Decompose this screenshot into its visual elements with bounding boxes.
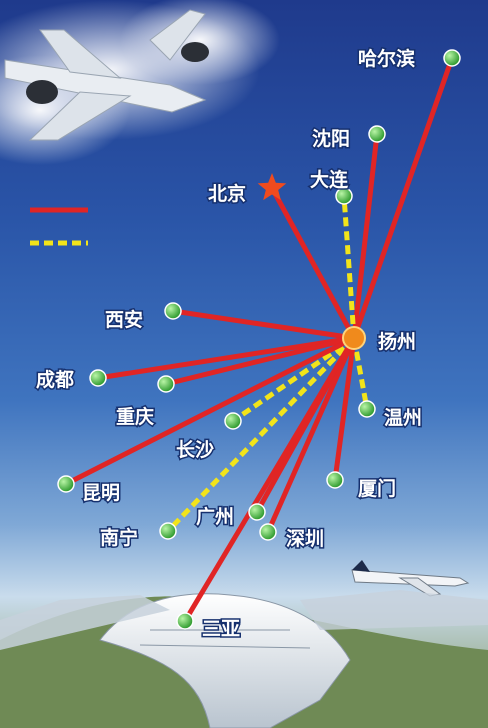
city-marker: [224, 412, 242, 430]
city-marker: [248, 503, 266, 521]
city-marker: [176, 612, 194, 630]
city-marker: [259, 523, 277, 541]
route-line: [351, 337, 370, 410]
hub-label: 扬州: [378, 330, 416, 353]
city-marker: [159, 522, 177, 540]
route-line: [341, 195, 357, 339]
legend: [30, 207, 88, 246]
city-marker: [335, 187, 353, 205]
city-label: 大连: [310, 168, 349, 191]
hub-marker: [342, 326, 366, 350]
small-airplane-illustration: [351, 560, 470, 597]
city-marker: [157, 375, 175, 393]
city-marker: [326, 471, 344, 489]
city-marker: [368, 125, 386, 143]
city-marker: [358, 400, 376, 418]
route-lines: [64, 57, 455, 623]
route-line: [166, 336, 356, 533]
city-label: 成都: [36, 368, 74, 391]
route-line: [97, 335, 355, 381]
route-line: [165, 335, 355, 387]
route-line: [182, 336, 357, 623]
route-line: [265, 336, 357, 534]
city-marker: [443, 49, 461, 67]
city-label: 西安: [105, 308, 143, 331]
city-marker: [57, 475, 75, 493]
city-label: 温州: [384, 407, 422, 429]
route-line: [231, 335, 356, 424]
city-label: 重庆: [116, 405, 154, 428]
route-line: [172, 308, 355, 341]
city-label: 北京: [208, 182, 246, 205]
city-marker: [164, 302, 182, 320]
route-line: [332, 337, 357, 481]
city-label: 长沙: [176, 439, 214, 461]
route-line: [269, 186, 357, 340]
city-label: 南宁: [100, 526, 138, 549]
route-line: [64, 335, 356, 487]
city-label: 厦门: [358, 477, 396, 500]
route-line: [351, 57, 455, 339]
city-marker: [89, 369, 107, 387]
city-label: 哈尔滨: [358, 47, 415, 70]
capital-star-icon: [257, 173, 287, 201]
city-label: 广州: [196, 505, 234, 528]
airport-terminal-illustration: [0, 590, 488, 728]
city-label: 三亚: [202, 618, 240, 640]
city-markers: [57, 49, 461, 630]
city-label: 深圳: [286, 527, 324, 550]
city-label: 昆明: [82, 482, 120, 504]
airplane-illustration: [4, 9, 209, 141]
route-line: [351, 133, 380, 339]
city-label: 沈阳: [312, 127, 350, 150]
